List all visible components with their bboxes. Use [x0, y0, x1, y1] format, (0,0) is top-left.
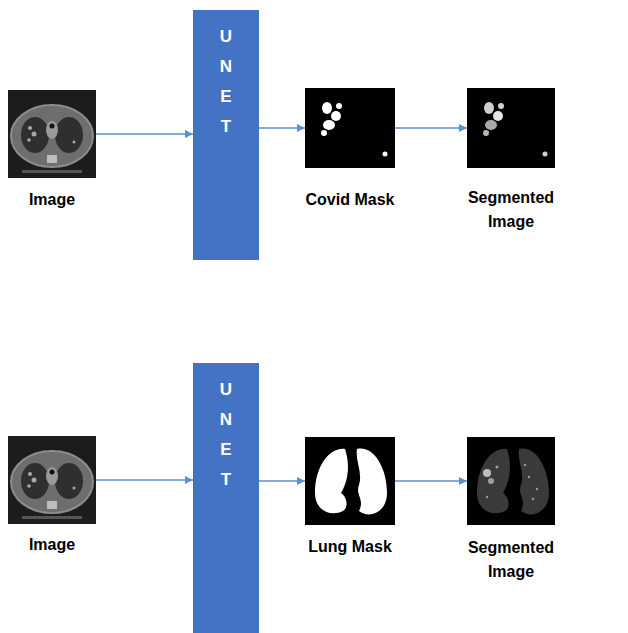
block-letters: U N E T — [218, 10, 235, 142]
image-caption: Image — [0, 188, 107, 212]
mask-ground — [467, 88, 555, 168]
mask-ground — [305, 437, 395, 525]
flow-arrow — [259, 480, 305, 482]
mask-ground — [467, 437, 555, 525]
lung-shapes — [315, 449, 387, 515]
lesion-blobs — [483, 102, 548, 157]
ct-scan — [8, 90, 96, 178]
flow-arrow — [96, 479, 193, 481]
image-panel: Image — [8, 436, 96, 524]
segmented-lungs-picture — [467, 437, 555, 525]
image-caption: Lung Mask — [295, 535, 405, 559]
block-letters: U N E T — [218, 363, 235, 495]
unet-block: U N E T — [193, 363, 259, 633]
image-panel: Segmented Image — [467, 437, 555, 525]
image-caption: Segmented Image — [456, 186, 566, 234]
lung-shapes — [477, 449, 549, 515]
image-panel: Image — [8, 90, 96, 178]
image-panel: Segmented Image — [467, 88, 555, 168]
lesion-blobs — [321, 102, 388, 157]
segmented-picture — [467, 88, 555, 168]
flow-arrow — [395, 127, 467, 129]
image-panel: Lung Mask — [305, 437, 395, 525]
covid-mask-picture — [305, 88, 395, 168]
flow-arrow — [395, 480, 467, 482]
image-caption: Covid Mask — [295, 188, 405, 212]
flow-arrow — [96, 133, 193, 135]
image-panel: Covid Mask — [305, 88, 395, 168]
image-caption: Image — [0, 533, 107, 557]
flow-arrow — [259, 127, 305, 129]
lung-texture — [483, 464, 538, 500]
image-caption: Segmented Image — [456, 536, 566, 584]
unet-block: U N E T — [193, 10, 259, 260]
mask-ground — [305, 88, 395, 168]
lung-mask-picture — [305, 437, 395, 525]
ct-scan — [8, 436, 96, 524]
